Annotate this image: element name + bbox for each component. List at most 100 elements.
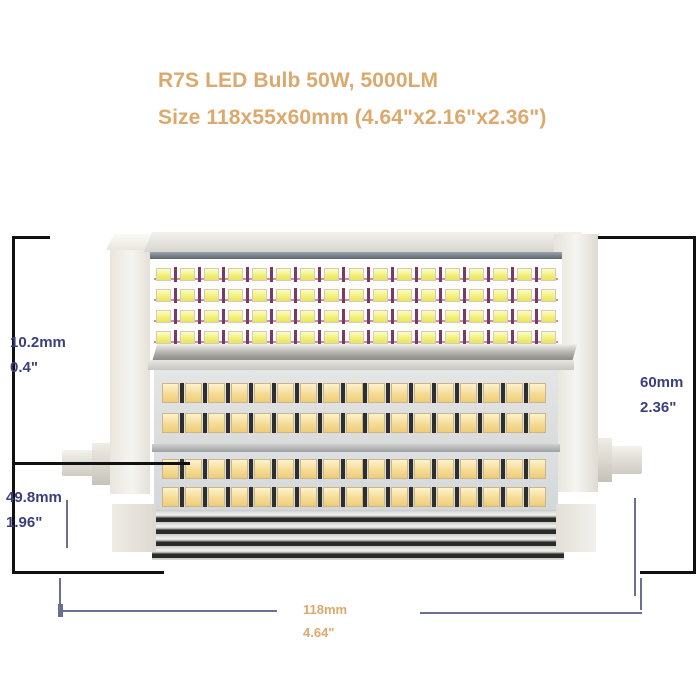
led-chip [468,267,484,281]
led-chip [437,459,455,479]
led-row [162,412,546,434]
product-title-block: R7S LED Bulb 50W, 5000LM Size 118x55x60m… [158,62,638,136]
led-solder-pad [198,329,202,345]
led-chip [492,330,508,344]
led-solder-pad [340,487,345,507]
led-chip [184,383,202,403]
led-chip [228,309,244,323]
dimension-arrow-left [58,604,63,617]
led-chip [483,383,501,403]
led-chip [506,487,524,507]
product-title-line-2: Size 118x55x60mm (4.64"x2.16"x2.36") [158,106,547,129]
led-solder-pad [501,459,506,479]
led-solder-pad [534,329,538,345]
led-chip [300,309,316,323]
dimension-value-inch: 0.4" [10,359,38,376]
led-chip [156,330,171,344]
led-chip [230,487,248,507]
led-solder-pad [414,266,418,282]
led-solder-pad [294,287,298,303]
led-solder-pad [462,329,466,345]
led-chip [253,413,271,433]
led-solder-pad [501,487,506,507]
led-chip [460,413,478,433]
led-solder-pad [174,266,178,282]
led-chip [156,309,171,323]
led-solder-pad [390,308,394,324]
led-solder-pad [174,287,178,303]
led-chip [516,267,532,281]
led-chip [529,383,546,403]
led-solder-pad [366,308,370,324]
led-solder-pad [271,413,276,433]
led-solder-pad [246,266,250,282]
housing-divider-bar-shadow [148,360,574,370]
led-solder-pad [366,329,370,345]
led-solder-pad [438,287,442,303]
led-chip [414,383,432,403]
led-chip [180,288,196,302]
led-chip [368,413,386,433]
led-solder-pad [501,413,506,433]
led-solder-pad [409,413,414,433]
led-panel-middle [154,370,558,446]
led-solder-pad [363,487,368,507]
led-chip [300,288,316,302]
led-chip [204,309,220,323]
led-solder-pad [478,413,483,433]
led-solder-pad [438,329,442,345]
led-chip [322,487,340,507]
led-chip [492,309,508,323]
led-solder-pad [248,413,253,433]
led-chip [276,413,294,433]
led-solder-pad [294,413,299,433]
led-chip [492,288,508,302]
led-chip [162,383,179,403]
led-chip [230,383,248,403]
led-solder-pad [202,383,207,403]
led-solder-pad [225,459,230,479]
dimension-tick-left-bottom [12,571,164,574]
dimension-guide-right [634,498,636,596]
led-chip [276,267,292,281]
led-chip [492,267,508,281]
housing-top-face [143,232,583,252]
led-solder-pad [317,487,322,507]
led-row [156,266,556,282]
led-chip [460,487,478,507]
led-chip [253,383,271,403]
heatsink-end-left [112,504,156,552]
led-solder-pad [317,413,322,433]
led-chip [322,459,340,479]
led-chip [276,309,292,323]
led-solder-pad [386,459,391,479]
led-solder-pad [271,383,276,403]
led-chip [468,330,484,344]
led-chip [300,267,316,281]
led-chip [541,267,556,281]
led-chip [276,383,294,403]
led-solder-pad [342,329,346,345]
led-solder-pad [390,329,394,345]
led-chip [348,330,364,344]
dimension-tick-left-top [12,236,50,239]
led-solder-pad [501,383,506,403]
led-chip [414,459,432,479]
led-solder-pad [294,459,299,479]
led-chip [483,413,501,433]
led-chip [368,383,386,403]
led-solder-pad [179,413,184,433]
led-solder-pad [179,383,184,403]
led-chip [506,459,524,479]
led-row [156,329,556,345]
led-solder-pad [222,329,226,345]
led-chip [180,330,196,344]
led-solder-pad [225,413,230,433]
led-chip [252,309,268,323]
led-chip [324,288,340,302]
dimension-tick-right-bottom [640,571,696,574]
led-chip [156,288,171,302]
dimension-label-height-upper: 10.2mm 0.4" [10,330,66,380]
led-chip [516,288,532,302]
